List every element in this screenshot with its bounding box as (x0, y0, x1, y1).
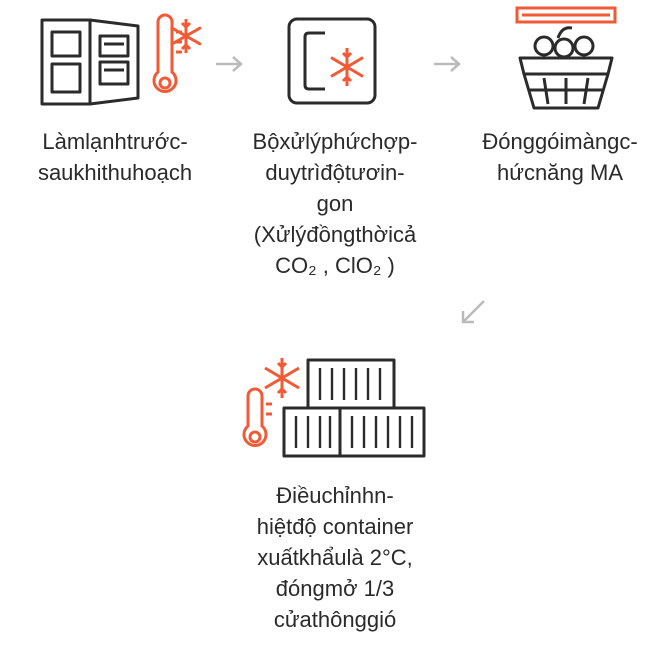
step-4-label-line: đóngmở 1/3 (275, 576, 395, 601)
step-1-label-line: Làmlạnhtrước- (42, 129, 188, 154)
step-4-label-line: xuấtkhẩulà 2°C, (257, 545, 413, 570)
container-thermometer-snowflake-icon (242, 358, 426, 458)
step-4-label: Điềuchỉnhn- hiệtđộ container xuấtkhẩulà … (220, 480, 450, 635)
step-2-label-line: Bộxửlýphứchợp- (252, 129, 418, 154)
step-4-label-line: Điềuchỉnhn- (276, 483, 394, 508)
fridge-thermometer-snowflake-icon (40, 13, 202, 106)
treatment-device-snowflake-icon (287, 17, 377, 105)
step-3-label-line: Đónggóimàngc- (482, 129, 638, 154)
step-4-label-line: hiệtđộ container (256, 514, 414, 539)
arrow-down-left-icon (461, 300, 485, 324)
step-4-label-line: cửathônggió (273, 607, 397, 632)
step-1-label-line: saukhithuhoạch (37, 160, 193, 185)
arrow-right-icon (216, 56, 243, 72)
arrow-right-icon (434, 56, 461, 72)
produce-basket-film-icon (515, 6, 617, 110)
step-3-label-line: hứcnăng MA (496, 160, 624, 185)
step-2-label-line: CO₂ , ClO₂ ) (275, 253, 395, 278)
step-2-label: Bộxửlýphứchợp- duytrìđộtươin- gon (Xửlýđ… (225, 126, 445, 281)
step-2-label-line: gon (316, 191, 354, 216)
step-3-label: Đónggóimàngc- hứcnăng MA (450, 126, 670, 188)
step-1-label: Làmlạnhtrước- saukhithuhoạch (0, 126, 230, 188)
step-2-label-line: duytrìđộtươin- (265, 160, 405, 185)
step-2-label-line: (Xửlýđồngthờicả (253, 222, 417, 247)
